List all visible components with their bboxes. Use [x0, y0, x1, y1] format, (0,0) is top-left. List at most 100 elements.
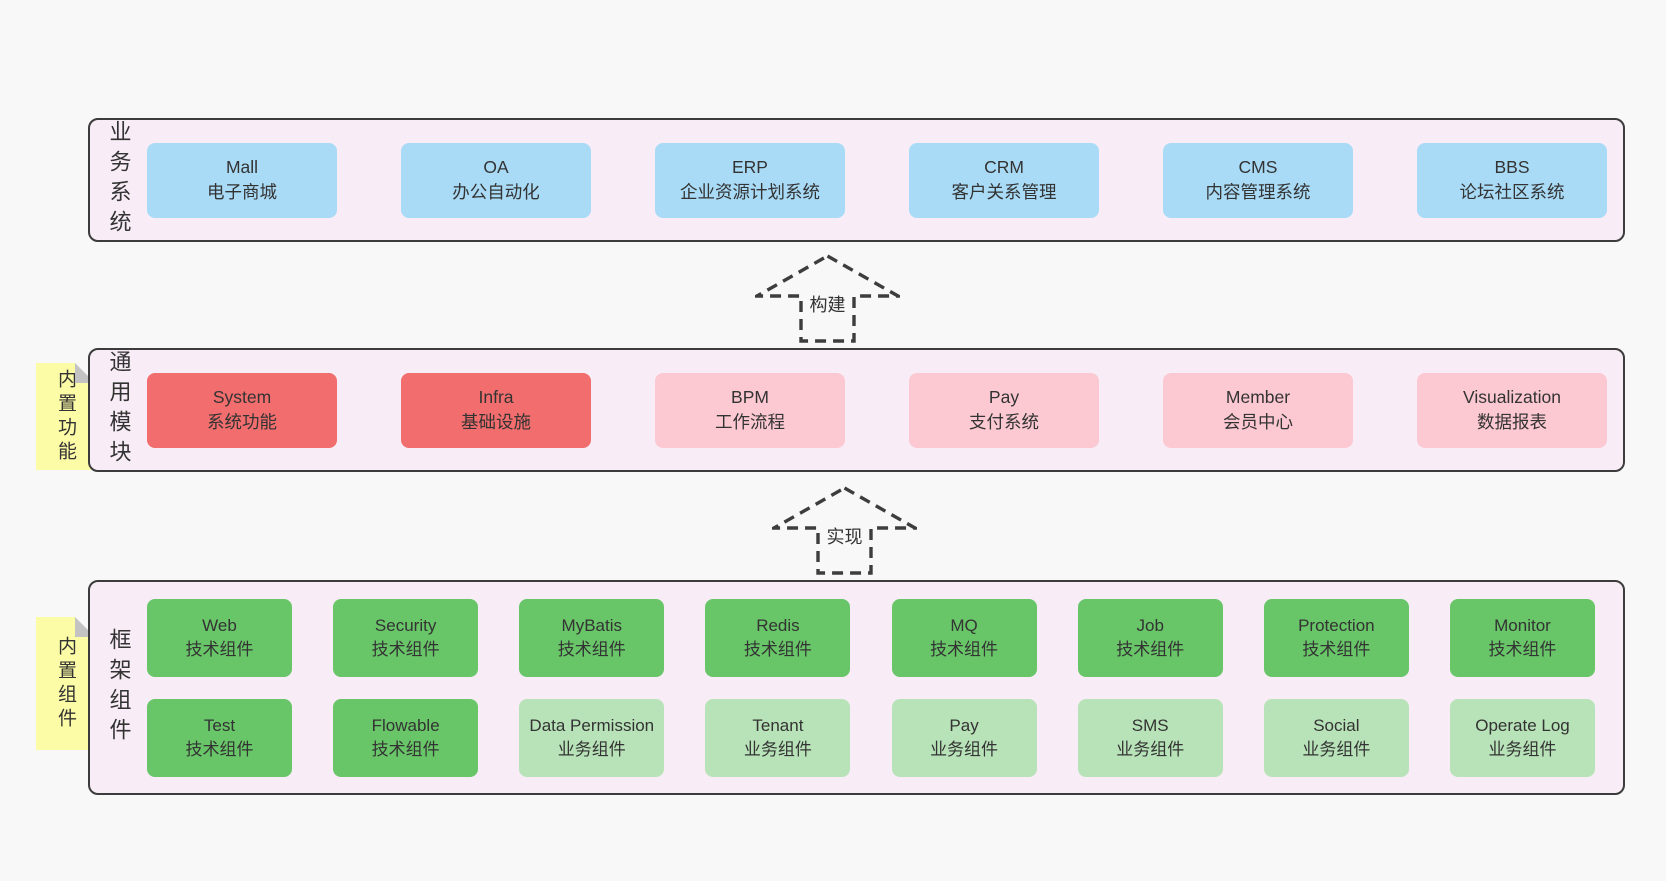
sticky-note-builtin-features: 内置功能: [36, 363, 95, 470]
arrow-build-label: 构建: [806, 291, 849, 317]
box-desc: 业务组件: [1302, 739, 1371, 759]
box-name: Mall: [225, 157, 259, 177]
box-data-permission: Data Permission 业务组件: [519, 698, 665, 777]
box-name: Job: [1136, 615, 1164, 635]
box-redis: Redis 技术组件: [705, 598, 851, 677]
sticky-note-text: 内置功能: [55, 368, 76, 465]
box-name: Member: [1225, 387, 1291, 407]
box-name: Pay: [988, 387, 1020, 407]
box-name: BBS: [1494, 157, 1530, 177]
sticky-note-builtin-components: 内置组件: [36, 617, 95, 750]
band-label-framework-components: 框架组件: [90, 582, 147, 793]
box-operate-log: Operate Log 业务组件: [1449, 698, 1595, 777]
box-cms: CMS 内容管理系统: [1163, 142, 1353, 218]
box-system: System 系统功能: [147, 372, 337, 448]
box-name: Operate Log: [1475, 715, 1570, 735]
box-pay-module: Pay 支付系统: [909, 372, 1099, 448]
box-name: Protection: [1298, 615, 1375, 635]
box-name: Visualization: [1463, 387, 1561, 407]
box-name: CRM: [984, 157, 1024, 177]
box-desc: 客户关系管理: [951, 182, 1057, 202]
components-grid: Web 技术组件 Security 技术组件 MyBatis 技术组件 Redi…: [147, 582, 1623, 793]
components-row-1: Web 技术组件 Security 技术组件 MyBatis 技术组件 Redi…: [147, 598, 1595, 677]
band-business-systems: 业务系统 Mall 电子商城 OA 办公自动化 ERP 企业资源计划系统 CRM…: [88, 118, 1625, 242]
box-oa: OA 办公自动化: [401, 142, 591, 218]
box-desc: 业务组件: [743, 739, 812, 759]
box-desc: 技术组件: [1302, 639, 1371, 659]
box-name: Pay: [949, 715, 979, 735]
box-bpm: BPM 工作流程: [655, 372, 845, 448]
box-desc: 基础设施: [461, 412, 531, 432]
box-monitor: Monitor 技术组件: [1449, 598, 1595, 677]
box-name: System: [212, 387, 272, 407]
box-name: Tenant: [752, 715, 804, 735]
box-mq: MQ 技术组件: [891, 598, 1037, 677]
box-tenant: Tenant 业务组件: [705, 698, 851, 777]
box-member: Member 会员中心: [1163, 372, 1353, 448]
box-desc: 业务组件: [557, 739, 626, 759]
box-desc: 工作流程: [715, 412, 785, 432]
business-boxes-row: Mall 电子商城 OA 办公自动化 ERP 企业资源计划系统 CRM 客户关系…: [147, 120, 1623, 240]
box-name: Social: [1313, 715, 1360, 735]
box-desc: 技术组件: [371, 739, 440, 759]
box-mall: Mall 电子商城: [147, 142, 337, 218]
box-desc: 论坛社区系统: [1459, 182, 1565, 202]
box-name: ERP: [732, 157, 768, 177]
box-web: Web 技术组件: [147, 598, 292, 677]
box-desc: 数据报表: [1477, 412, 1547, 432]
band-label-text: 通用模块: [106, 350, 132, 470]
box-flowable: Flowable 技术组件: [333, 698, 479, 777]
box-desc: 内容管理系统: [1205, 182, 1311, 202]
box-desc: 技术组件: [1488, 639, 1557, 659]
box-desc: 办公自动化: [452, 182, 540, 202]
sticky-note-text: 内置组件: [55, 635, 76, 732]
box-name: MyBatis: [561, 615, 623, 635]
box-mybatis: MyBatis 技术组件: [519, 598, 665, 677]
box-name: Security: [374, 615, 437, 635]
band-label-business-systems: 业务系统: [90, 120, 147, 240]
components-row-2: Test 技术组件 Flowable 技术组件 Data Permission …: [147, 698, 1595, 777]
box-desc: 支付系统: [969, 412, 1039, 432]
band-framework-components: 框架组件 Web 技术组件 Security 技术组件 MyBatis 技术组件…: [88, 580, 1625, 795]
box-desc: 技术组件: [185, 739, 254, 759]
band-label-text: 业务系统: [106, 120, 132, 240]
band-label-common-modules: 通用模块: [90, 350, 147, 470]
box-social: Social 业务组件: [1263, 698, 1409, 777]
box-name: Infra: [478, 387, 514, 407]
box-desc: 技术组件: [1116, 639, 1185, 659]
band-common-modules: 通用模块 System 系统功能 Infra 基础设施 BPM 工作流程 Pay…: [88, 348, 1625, 472]
box-name: Test: [203, 715, 236, 735]
modules-boxes-row: System 系统功能 Infra 基础设施 BPM 工作流程 Pay 支付系统…: [147, 350, 1623, 470]
arrow-implement-label: 实现: [823, 523, 866, 549]
box-crm: CRM 客户关系管理: [909, 142, 1099, 218]
box-name: Data Permission: [529, 715, 655, 735]
box-visualization: Visualization 数据报表: [1417, 372, 1607, 448]
box-desc: 企业资源计划系统: [680, 182, 820, 202]
box-desc: 会员中心: [1223, 412, 1293, 432]
box-name: Web: [202, 615, 237, 635]
box-sms: SMS 业务组件: [1077, 698, 1223, 777]
box-bbs: BBS 论坛社区系统: [1417, 142, 1607, 218]
box-name: Redis: [756, 615, 800, 635]
arrow-implement: 实现: [772, 486, 917, 576]
box-desc: 电子商城: [207, 182, 277, 202]
box-desc: 技术组件: [557, 639, 626, 659]
box-desc: 业务组件: [1488, 739, 1557, 759]
box-name: CMS: [1238, 157, 1278, 177]
box-desc: 业务组件: [1116, 739, 1185, 759]
box-desc: 业务组件: [930, 739, 999, 759]
box-erp: ERP 企业资源计划系统: [655, 142, 845, 218]
box-name: SMS: [1131, 715, 1169, 735]
box-protection: Protection 技术组件: [1263, 598, 1409, 677]
box-desc: 技术组件: [743, 639, 812, 659]
box-name: MQ: [950, 615, 978, 635]
box-infra: Infra 基础设施: [401, 372, 591, 448]
box-name: Monitor: [1494, 615, 1551, 635]
box-name: OA: [483, 157, 509, 177]
box-test: Test 技术组件: [147, 698, 292, 777]
box-desc: 技术组件: [930, 639, 999, 659]
box-name: Flowable: [371, 715, 440, 735]
box-security: Security 技术组件: [333, 598, 479, 677]
box-desc: 技术组件: [185, 639, 254, 659]
